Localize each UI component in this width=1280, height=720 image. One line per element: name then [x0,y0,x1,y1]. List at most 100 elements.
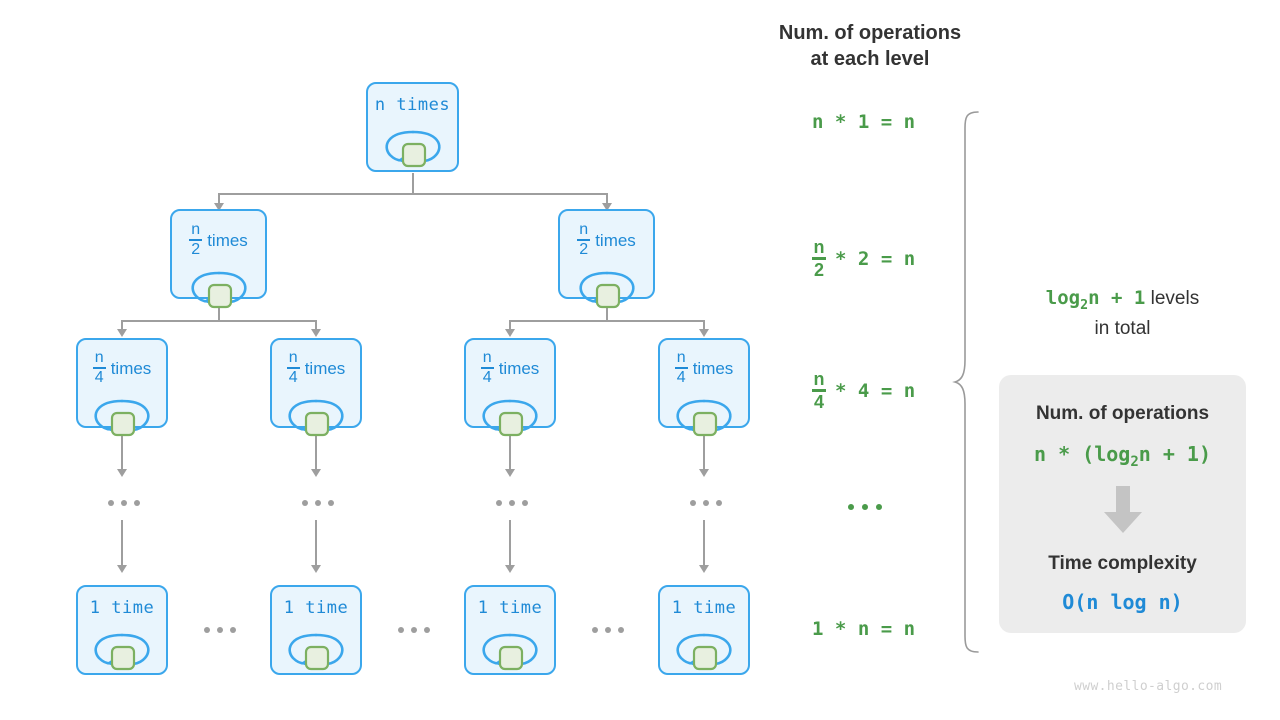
tree-node-root[interactable]: n times [366,82,459,172]
row-times: * [835,247,847,270]
tree-node-l3-1[interactable]: 1 time [270,585,362,675]
connector-l1right-down [606,302,608,322]
node-label-l2-2: n 4 times [480,349,539,387]
fraction-bar [812,389,826,392]
levels-label-line2: in total [1094,317,1151,339]
connector-l2-c4-drop [703,320,705,332]
connector-l2-c4-to-dots [703,430,705,472]
arrowhead-l2-c2 [311,329,321,337]
horizontal-ellipsis-dots-3 [592,627,624,633]
levels-formula-line: log2n + 1 levels [1000,285,1245,316]
arrowhead-level1-left [214,203,224,211]
fraction-bar [812,257,826,260]
fraction-numerator: n [579,221,589,238]
arrowhead-dots-c4-l3 [699,565,709,573]
summary-heading-operations: Num. of operations [1035,403,1210,424]
row-result: n [903,379,916,402]
tree-node-l1-0[interactable]: n 2 times [170,209,267,308]
arrowhead-l2-c4-dots [699,469,709,477]
connector-l2-bus-left [122,320,316,322]
arrowhead-dots-c2-l3 [311,565,321,573]
loop-icon [471,625,549,671]
node-unit-text: times [207,230,248,250]
summary-formula-sub: 2 [1130,454,1139,470]
fraction-denominator: 2 [579,241,589,259]
operations-row-2: n 4 * 4 = n [812,370,915,411]
fraction-denominator: 4 [94,369,104,387]
levels-summary: log2n + 1 levels in total [1000,285,1245,343]
connector-level1-right-drop [606,193,608,206]
row-gap [892,248,903,270]
levels-formula-sub: 2 [1080,297,1089,313]
fraction-n-over-4: n 4 [286,349,300,387]
node-label-l3-1: 1 time [284,600,348,617]
fraction-bar [674,367,688,370]
row-gap [846,618,857,640]
tree-node-l2-2[interactable]: n 4 times [464,338,556,436]
vertical-ellipsis-dots-4 [690,500,722,506]
fraction-n-over-2: n 2 [577,221,591,259]
row-factor: 1 [857,111,870,133]
node-label-l1-0: n 2 times [189,221,248,259]
node-label-l1-1: n 2 times [577,221,636,259]
row-equals: = [880,618,893,640]
row-gap [823,618,834,640]
loop-icon [83,625,161,671]
fraction-denominator: 4 [288,369,298,387]
connector-dots-c1-to-l3 [121,520,123,568]
loop-icon [83,391,161,437]
node-count-text: 1 time [89,598,155,618]
arrowhead-l2-c2-dots [311,469,321,477]
node-count-text: 1 time [283,598,349,618]
row-factor: 4 [857,379,870,402]
summary-formula-post: n + 1) [1138,442,1211,466]
tree-node-l1-1[interactable]: n 2 times [558,209,655,308]
summary-box: Num. of operations n * (log2n + 1) Time … [999,375,1246,633]
row-factor: n [857,618,870,640]
connector-l2-c3-to-dots [509,430,511,472]
operations-row-1: n 2 * 2 = n [812,238,915,279]
loop-icon [665,391,743,437]
connector-l2-c2-to-dots [315,430,317,472]
fraction-n-over-2: n 2 [189,221,203,259]
fraction-bar [577,239,591,242]
arrowhead-dots-c3-l3 [505,565,515,573]
down-arrow-icon [1102,486,1144,539]
fraction-denominator: 4 [813,391,824,412]
connector-level1-left-drop [218,193,220,206]
row-gap [869,618,880,640]
tree-node-l3-0[interactable]: 1 time [76,585,168,675]
fraction-bar [286,367,300,370]
tree-node-l2-0[interactable]: n 4 times [76,338,168,436]
levels-brace [952,108,988,661]
loop-icon [277,391,355,437]
tree-node-l3-3[interactable]: 1 time [658,585,750,675]
tree-node-l2-1[interactable]: n 4 times [270,338,362,436]
levels-label-line1: levels [1150,288,1200,309]
tree-node-l2-3[interactable]: n 4 times [658,338,750,436]
arrowhead-level1-right [602,203,612,211]
row-result: n [903,247,916,270]
arrowhead-l2-c1-dots [117,469,127,477]
watermark: www.hello-algo.com [1074,679,1223,694]
node-count-text: 1 time [671,598,737,618]
operations-title-line2: at each level [810,48,930,71]
row-gap [892,380,903,402]
fraction-n-over-2: n 2 [812,238,826,279]
row-gap [869,111,880,133]
connector-l2-c2-drop [315,320,317,332]
row-gap [823,111,834,133]
fraction-numerator: n [191,221,201,238]
operations-row-ellipsis [848,504,882,510]
tree-node-l3-2[interactable]: 1 time [464,585,556,675]
node-unit-text: times [304,358,346,378]
node-unit-text: times [692,358,734,378]
row-gap [892,618,903,640]
node-label-l2-3: n 4 times [674,349,734,387]
fraction-denominator: 2 [191,241,201,259]
loop-icon [471,391,549,437]
operations-row-0: n * 1 = n [812,111,915,133]
vertical-ellipsis-dots-3 [496,500,528,506]
operations-column-title: Num. of operations at each level [740,20,1000,73]
